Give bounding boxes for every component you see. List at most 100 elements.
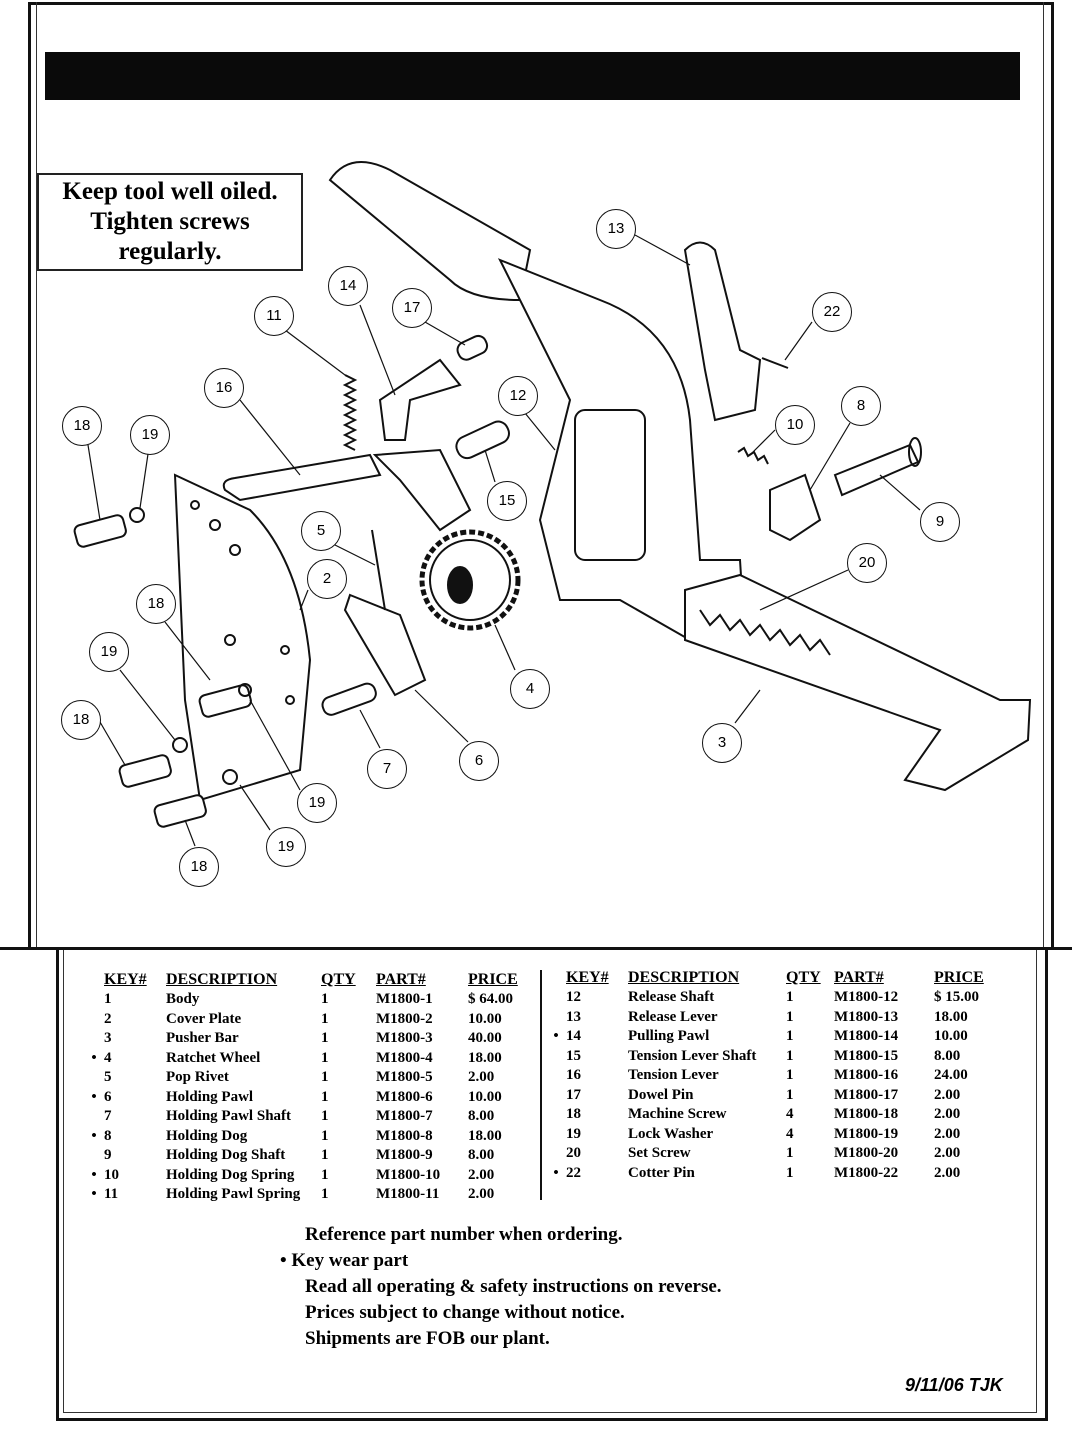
cell-price: 8.00 [934,1047,961,1064]
cell-price: 10.00 [468,1010,502,1027]
cell-description: Pusher Bar [166,1030,239,1047]
cell-description: Dowel Pin [628,1086,694,1103]
cell-part: M1800-4 [376,1049,433,1066]
column-divider [540,970,542,1200]
cell-key: 1 [84,990,166,1010]
cell-qty: 1 [786,1067,794,1084]
cell-part: M1800-14 [834,1028,899,1045]
cell-key: 20 [546,1144,628,1164]
cell-part: M1800-18 [834,1106,899,1123]
cell-price: $ 15.00 [934,989,979,1006]
cell-key: •4 [84,1049,166,1069]
cell-price: 18.00 [468,1049,502,1066]
cell-part: M1800-13 [834,1008,899,1025]
cell-description: Machine Screw [628,1106,727,1123]
body-window [574,409,646,561]
cotter-pin [761,357,789,369]
cell-part: M1800-1 [376,991,433,1008]
cell-description: Ratchet Wheel [166,1049,261,1066]
key-number: 2 [104,1010,112,1027]
cell-description: Cotter Pin [628,1164,695,1181]
key-number: 9 [104,1147,112,1164]
cell-key: 12 [546,988,628,1008]
key-number: 12 [566,989,581,1006]
header-description: DESCRIPTION [628,969,740,986]
header-part: PART# [834,969,884,986]
cell-qty: 1 [786,1145,794,1162]
cell-qty: 1 [786,1164,794,1181]
cover-plate [173,473,312,802]
cell-key: 19 [546,1125,628,1145]
cell-price: 2.00 [468,1166,495,1183]
key-number: 17 [566,1086,581,1103]
key-number: 1 [104,991,112,1008]
wear-part-bullet: • [91,1166,97,1183]
key-number: 13 [566,1008,581,1025]
holding-dog [769,473,822,542]
callout-19: 19 [89,632,129,672]
cell-part: M1800-6 [376,1088,433,1105]
key-number: 7 [104,1108,112,1125]
cell-part: M1800-9 [376,1147,433,1164]
note-line: Tighten screws [90,208,250,235]
callout-5: 5 [301,511,341,551]
cell-description: Pulling Pawl [628,1028,710,1045]
note-prices: Prices subject to change without notice. [305,1302,625,1323]
header-qty: QTY [321,971,356,988]
machine-screws [73,514,252,828]
key-number: 14 [566,1028,581,1045]
note-line: regularly. [118,238,222,265]
ordering-notes: Reference part number when ordering. • K… [280,1222,722,1352]
callout-12: 12 [498,376,538,416]
cell-key: 3 [84,1029,166,1049]
cell-price: 40.00 [468,1030,502,1047]
wear-part-bullet: • [91,1088,97,1105]
cell-description: Release Shaft [628,989,715,1006]
cell-price: 10.00 [934,1028,968,1045]
cell-key: •22 [546,1164,628,1184]
cell-qty: 1 [321,1166,329,1183]
callout-16: 16 [204,368,244,408]
cell-key: 13 [546,1008,628,1028]
callout-14: 14 [328,266,368,306]
cell-qty: 1 [321,991,329,1008]
cell-qty: 1 [321,1049,329,1066]
wear-part-bullet: • [91,1049,97,1066]
cell-part: M1800-10 [376,1166,441,1183]
release-lever [683,241,762,422]
note-line: Keep tool well oiled. [62,178,278,205]
callout-17: 17 [392,288,432,328]
callout-8: 8 [841,386,881,426]
callout-11: 11 [254,296,294,336]
parts-list-frame-inner [63,950,1037,1413]
cell-part: M1800-17 [834,1086,899,1103]
cell-price: 2.00 [934,1086,961,1103]
wear-part-bullet: • [91,1186,97,1203]
body [497,258,747,641]
header-part: PART# [376,971,426,988]
cell-key: 7 [84,1107,166,1127]
holding-dog-spring [737,446,769,465]
handwritten-signature: 9/11/06 TJK [905,1375,1003,1395]
exploded-view-drawing [73,161,1032,847]
cell-part: M1800-12 [834,989,899,1006]
key-number: 15 [566,1047,581,1064]
cell-price: 10.00 [468,1088,502,1105]
cell-price: 24.00 [934,1067,968,1084]
cell-key: •11 [84,1185,166,1205]
key-number: 16 [566,1067,581,1084]
key-number: 3 [104,1030,112,1047]
cell-key: 5 [84,1068,166,1088]
cell-qty: 1 [321,1069,329,1086]
header-key: KEY# [104,971,147,988]
cell-price: 18.00 [468,1127,502,1144]
